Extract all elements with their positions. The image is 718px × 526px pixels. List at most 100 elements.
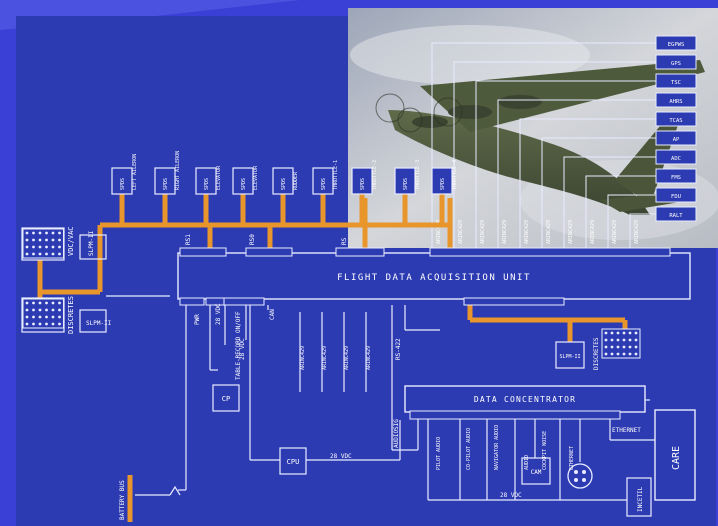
- grid-dot: [51, 315, 55, 319]
- sensor-name-label: ELEVATOR: [216, 165, 222, 190]
- avionics-label: FMS: [671, 175, 681, 181]
- sensor-box-label: SPDS: [403, 178, 409, 190]
- grid-dot: [32, 231, 35, 235]
- grid-dot: [628, 338, 632, 342]
- arinc-top-label: ARINC429: [612, 220, 618, 244]
- grid-dot: [604, 338, 608, 342]
- arinc-top-label: ARINC429: [524, 220, 530, 244]
- grid-dot: [616, 331, 620, 335]
- sensor-name-label: RUDDER: [293, 171, 299, 190]
- grid-frame: [22, 298, 64, 329]
- grid-dot: [628, 345, 632, 349]
- rs-label: RS: [341, 237, 348, 245]
- data-concentrator-block: [404, 385, 646, 420]
- audio-channel-label: NAVIGATOR AUDIO: [494, 425, 500, 470]
- sensor-name-label: THROTTLE-3: [415, 160, 421, 190]
- ethernet-label: ETHERNET: [612, 427, 641, 434]
- battery-bus-label: BATTERY BUS: [119, 480, 126, 520]
- grid-dot: [604, 352, 608, 356]
- concentrator-wiring: [391, 392, 655, 501]
- audio-channel-label: PILOT AUDIO: [436, 437, 442, 470]
- sensor-stubs: [119, 193, 445, 225]
- slpm-bottom-label: SLPM-II: [86, 320, 112, 327]
- rs-422-label: RS-422: [395, 338, 402, 360]
- grid-frame: [22, 228, 64, 259]
- lower-wiring: [135, 305, 440, 496]
- arinc-bottom-label: ARINC429: [322, 346, 328, 370]
- fdau-title: FLIGHT DATA ACQUISITION UNIT: [337, 273, 531, 283]
- avionics-label: AP: [673, 137, 680, 143]
- grid-dot: [58, 315, 61, 319]
- vdc-28-b-label: 28 VDC: [330, 453, 352, 460]
- sensor-box: [431, 167, 453, 195]
- grid-dot: [38, 245, 42, 249]
- sensor-name-label: THROTTLE-4: [452, 160, 458, 190]
- grid-dot: [610, 352, 614, 356]
- audio-sig-label: AUDIOSIG: [393, 419, 400, 448]
- rs1-label: RS1: [185, 234, 192, 245]
- grid-dot: [25, 245, 29, 249]
- sensor-box-label: SPDS: [321, 178, 327, 190]
- right-grid: [601, 328, 641, 359]
- grid-dot: [32, 322, 35, 326]
- arinc-top-label: ARINC429: [502, 220, 508, 244]
- sensor-box-label: SPDS: [163, 178, 169, 190]
- grid-dot: [616, 352, 620, 356]
- avionics-label: AHRS: [669, 99, 682, 105]
- incetil-label: INCETIL: [637, 486, 644, 512]
- cpu-label: CPU: [287, 458, 300, 466]
- sensor-box: [351, 167, 373, 195]
- sensor-box: [154, 167, 176, 195]
- grid-dot: [45, 308, 48, 312]
- vdc-vac-label: VDC/VAC: [67, 226, 75, 256]
- grid-dot: [25, 308, 29, 312]
- arinc-top-label: ARINC429: [568, 220, 574, 244]
- discretes-left-label: DISCRETES: [67, 296, 75, 334]
- sensor-box: [111, 167, 133, 195]
- grid-dot: [58, 308, 61, 312]
- left-grid-bottom: [22, 298, 64, 329]
- microphone-icon: [567, 463, 593, 489]
- grid-dot: [58, 245, 61, 249]
- sensor-box-label: SPDS: [440, 178, 446, 190]
- grid-dot: [25, 231, 29, 235]
- grid-dot: [628, 331, 632, 335]
- sensor-bus: [37, 198, 628, 342]
- grid-dot: [25, 315, 29, 319]
- sensor-name-label: THROTTLE-2: [372, 160, 378, 190]
- avionics-label: TCAS: [669, 118, 682, 124]
- grid-dot: [45, 238, 48, 242]
- sensor-box-label: SPDS: [204, 178, 210, 190]
- sensor-box-label: SPDS: [360, 178, 366, 190]
- can-label: CAN: [269, 309, 276, 320]
- arinc-top-wire: [475, 80, 656, 248]
- grid-dot: [58, 252, 61, 256]
- vdc-28-c-label: 28 VDC: [239, 338, 246, 360]
- grid-dot: [634, 338, 638, 342]
- grid-dot: [25, 238, 29, 242]
- table-record-label: TABLE-RECORD ON/OFF: [235, 311, 242, 380]
- audio-labels: PILOT AUDIO CO-PILOT AUDIO NAVIGATOR AUDIO…: [436, 425, 575, 470]
- grid-dot: [634, 345, 638, 349]
- left-grid-top: [22, 228, 64, 259]
- sensor-box-label: SPDS: [241, 178, 247, 190]
- arinc-bottom-label: ARINC429: [300, 346, 306, 370]
- grid-frame: [601, 328, 641, 359]
- avionics-label: FDU: [671, 194, 681, 200]
- sensor-box-label: SPDS: [281, 178, 287, 190]
- sensor-box-label: SPDS: [120, 178, 126, 190]
- audio-channel-label: CO-PILOT AUDIO: [466, 428, 472, 470]
- avionics-label: TSC: [671, 80, 681, 86]
- grid-dot: [38, 322, 42, 326]
- sensor-name-label: LEFT AILERON: [132, 154, 138, 190]
- grid-dot: [51, 238, 55, 242]
- arinc-top-wire: [585, 175, 656, 248]
- grid-dot: [38, 308, 42, 312]
- grid-dot: [32, 315, 35, 319]
- audio-channel-label: ETHERNET: [569, 446, 575, 470]
- grid-dot: [622, 352, 626, 356]
